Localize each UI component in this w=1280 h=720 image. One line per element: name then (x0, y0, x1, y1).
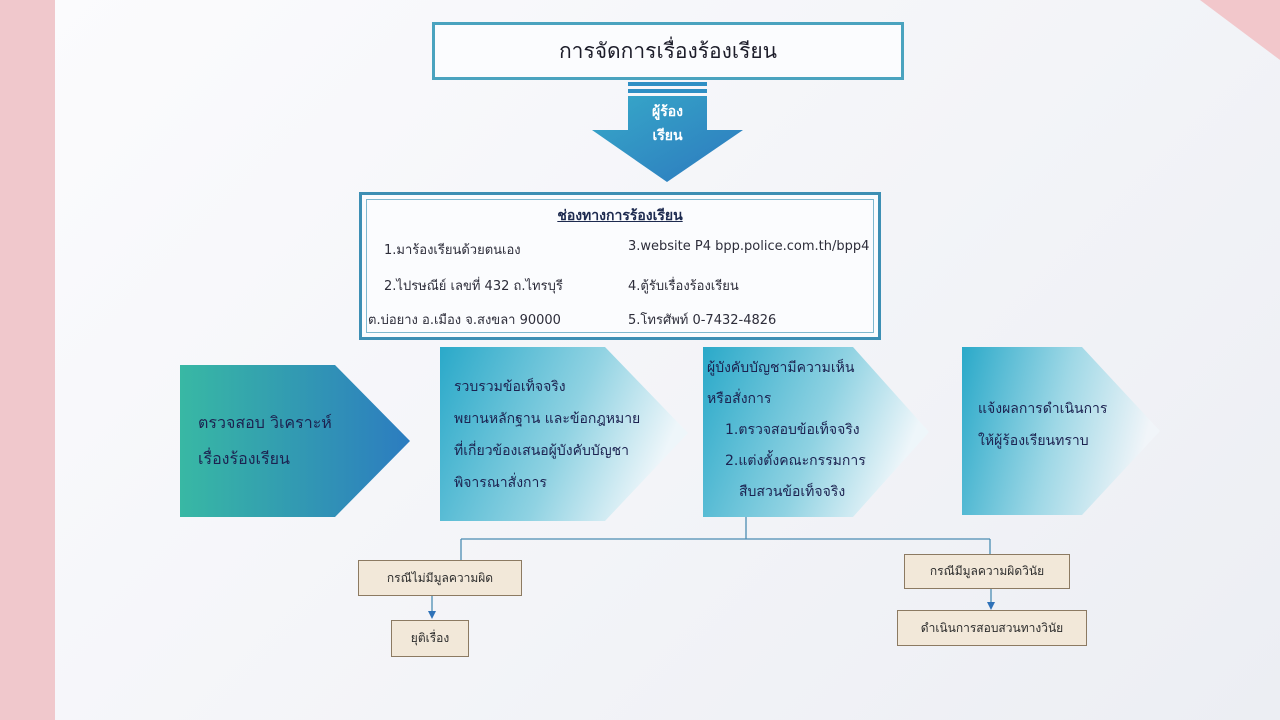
step-analyze-shape (180, 365, 410, 517)
channels-inner-border (366, 199, 874, 333)
arrow-label-line1: ผู้ร้อง (652, 104, 683, 120)
step-gather-facts-shape (440, 347, 688, 521)
channel-item: 2.ไปรษณีย์ เลขที่ 432 ถ.ไทรบุรี (384, 279, 563, 294)
discipline-fault-box: กรณีมีมูลความผิดวินัย (904, 554, 1070, 589)
step-text-line: ผู้บังคับบัญชามีความเห็น (707, 360, 855, 376)
down-arrow-icon (592, 82, 743, 182)
step-analyze-text: ตรวจสอบ วิเคราะห์ เรื่องร้องเรียน (198, 405, 332, 477)
step-text-line: 1.ตรวจสอบข้อเท็จจริง (725, 422, 860, 438)
step-text-line: พิจารณาสั่งการ (454, 475, 547, 491)
step-gather-facts: รวบรวมข้อเท็จจริง พยานหลักฐาน และข้อกฎหม… (440, 347, 690, 521)
step-notify-result-text: แจ้งผลการดำเนินการ ให้ผู้ร้องเรียนทราบ (978, 393, 1107, 457)
channel-item: 3.website P4 bpp.police.com.th/bpp4 (628, 239, 870, 254)
step-gather-facts-text: รวบรวมข้อเท็จจริง พยานหลักฐาน และข้อกฎหม… (454, 371, 640, 499)
step-notify-result-shape (962, 347, 1160, 515)
channel-item: 4.ตู้รับเรื่องร้องเรียน (628, 279, 739, 294)
step-analyze: ตรวจสอบ วิเคราะห์ เรื่องร้องเรียน (180, 365, 412, 517)
disciplinary-investigation-box: ดำเนินการสอบสวนทางวินัย (897, 610, 1087, 646)
arrow-label-line2: เรียน (652, 128, 683, 144)
step-commander-order: ผู้บังคับบัญชามีความเห็น หรือสั่งการ 1.ต… (703, 347, 931, 517)
step-text-line: 2.แต่งตั้งคณะกรรมการ (725, 453, 866, 469)
channel-item: 1.มาร้องเรียนด้วยตนเอง (384, 243, 521, 258)
step-text-line: ตรวจสอบ วิเคราะห์ (198, 413, 332, 432)
terminate-box: ยุติเรื่อง (391, 620, 469, 657)
step-notify-result: แจ้งผลการดำเนินการ ให้ผู้ร้องเรียนทราบ (962, 347, 1162, 515)
diagram-title: การจัดการเรื่องร้องเรียน (558, 38, 778, 63)
complainant-arrow: ผู้ร้อง เรียน (590, 82, 745, 184)
step-text-line: สืบสวนข้อเท็จจริง (739, 484, 846, 500)
step-text-line: ที่เกี่ยวข้องเสนอผู้บังคับบัญชา (454, 443, 630, 459)
no-fault-box: กรณีไม่มีมูลความผิด (358, 560, 522, 596)
step-text-line: เรื่องร้องเรียน (198, 449, 290, 468)
step-text-line: ให้ผู้ร้องเรียนทราบ (978, 433, 1089, 449)
step-text-line: หรือสั่งการ (707, 391, 772, 407)
step-text-line: พยานหลักฐาน และข้อกฎหมาย (454, 411, 641, 427)
title-box: การจัดการเรื่องร้องเรียน (432, 22, 904, 80)
channels-heading: ช่องทางการร้องเรียน (557, 208, 683, 224)
channel-item: 5.โทรศัพท์ 0-7432-4826 (628, 313, 777, 328)
step-commander-order-text: ผู้บังคับบัญชามีความเห็น หรือสั่งการ 1.ต… (707, 353, 866, 508)
channel-item: ต.บ่อยาง อ.เมือง จ.สงขลา 90000 (368, 313, 561, 328)
step-text-line: รวบรวมข้อเท็จจริง (454, 379, 566, 395)
step-commander-order-shape (703, 347, 929, 517)
step-text-line: แจ้งผลการดำเนินการ (978, 401, 1108, 417)
complaint-channels-box: ช่องทางการร้องเรียน 1.มาร้องเรียนด้วยตนเ… (359, 192, 881, 340)
arrow-label: ผู้ร้อง เรียน (630, 100, 705, 148)
